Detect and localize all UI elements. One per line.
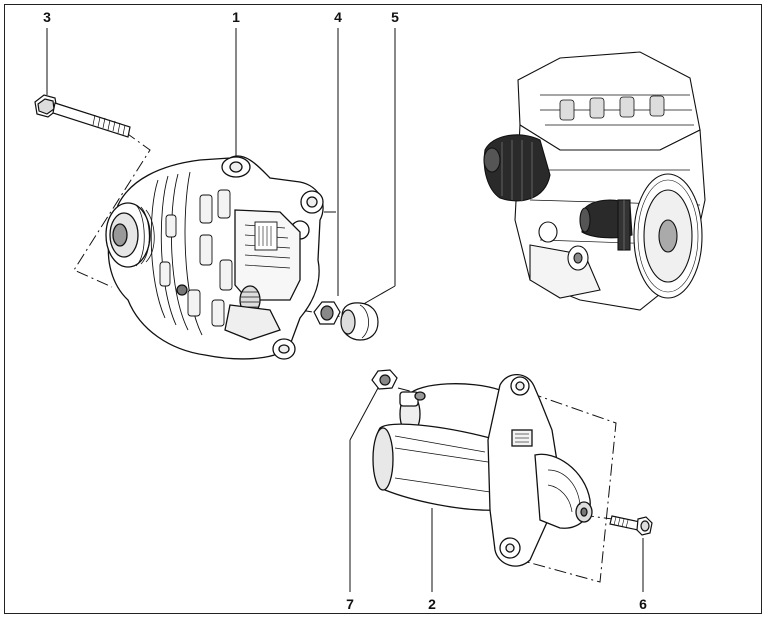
alternator-icon <box>105 155 324 360</box>
alternator-assembly-line-left <box>73 131 151 288</box>
diagram-frame <box>4 4 762 614</box>
engine-overview-icon <box>483 51 706 311</box>
leader-line-5b <box>359 285 396 307</box>
callout-7: 7 <box>346 596 354 612</box>
starter-nut-icon <box>371 369 398 390</box>
leader-lines <box>46 28 644 592</box>
long-bolt-icon <box>34 94 131 138</box>
callout-5: 5 <box>391 9 399 25</box>
leader-line-7b <box>349 387 379 441</box>
callout-6: 6 <box>639 596 647 612</box>
callout-1: 1 <box>232 9 240 25</box>
hex-nut-icon <box>313 301 341 325</box>
small-bolt-icon <box>609 515 653 536</box>
protective-cap-icon <box>340 302 379 341</box>
starter-assembly-line-right <box>519 392 617 583</box>
callout-3: 3 <box>43 9 51 25</box>
starter-motor-icon <box>372 373 593 567</box>
callout-2: 2 <box>428 596 436 612</box>
callout-4: 4 <box>334 9 342 25</box>
